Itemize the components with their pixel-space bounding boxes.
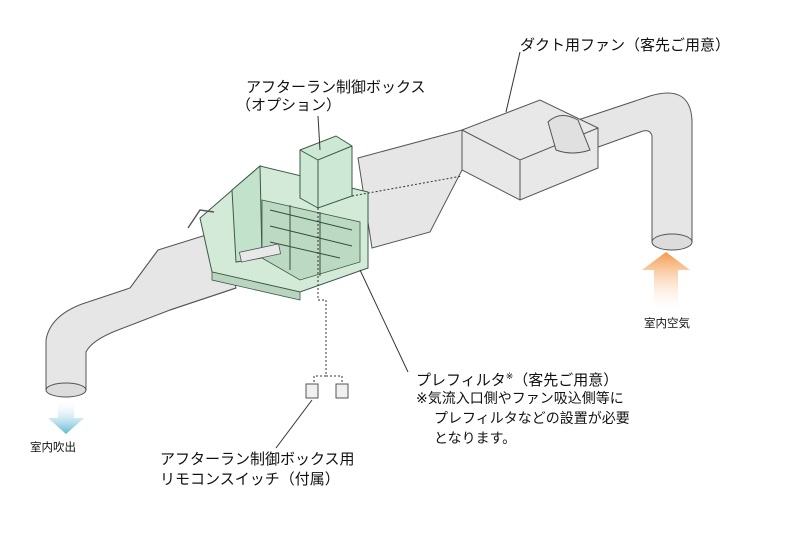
left-duct-opening bbox=[45, 382, 87, 398]
indoor-outlet-label: 室内吹出 bbox=[30, 440, 76, 454]
duct-fan-label: ダクト用ファン（客先ご用意） bbox=[520, 36, 731, 54]
leader-duct-fan bbox=[505, 51, 521, 113]
right-duct-opening bbox=[651, 233, 693, 251]
remote-switch-left bbox=[305, 383, 319, 399]
leader-remote bbox=[275, 399, 313, 449]
prefilter-note-mark: ※ bbox=[505, 372, 514, 382]
supply-duct bbox=[357, 129, 463, 249]
remote-label-line2: リモコンスイッチ（付属） bbox=[160, 470, 340, 488]
prefilter-label-suffix: （客先ご用意） bbox=[513, 371, 619, 389]
indoor-outlet-arrow bbox=[48, 402, 84, 434]
note-line3: となります。 bbox=[434, 431, 517, 447]
wiring bbox=[313, 208, 343, 384]
note-line2: プレフィルタなどの設置が必要 bbox=[434, 411, 630, 427]
leader-prefilter bbox=[359, 269, 409, 373]
prefilter-label-main: プレフィルタ bbox=[416, 371, 506, 389]
prefilter-label: プレフィルタ※（客先ご用意） bbox=[416, 368, 618, 390]
indoor-air-label: 室内空気 bbox=[644, 316, 690, 330]
afterrun-box-label-line2: （オプション） bbox=[236, 96, 342, 114]
left-duct bbox=[45, 229, 237, 391]
remote-label-line1: アフターラン制御ボックス用 bbox=[160, 450, 355, 468]
note-line1: ※気流入口側やファン吸込側等に bbox=[416, 391, 624, 407]
afterrun-control-box bbox=[299, 135, 353, 209]
leader-afterrun-box bbox=[317, 115, 321, 151]
indoor-air-arrow bbox=[642, 252, 690, 310]
afterrun-box-label-line1: アフターラン制御ボックス bbox=[246, 78, 426, 96]
remote-switch-right bbox=[335, 383, 349, 399]
main-unit-front bbox=[231, 164, 263, 263]
